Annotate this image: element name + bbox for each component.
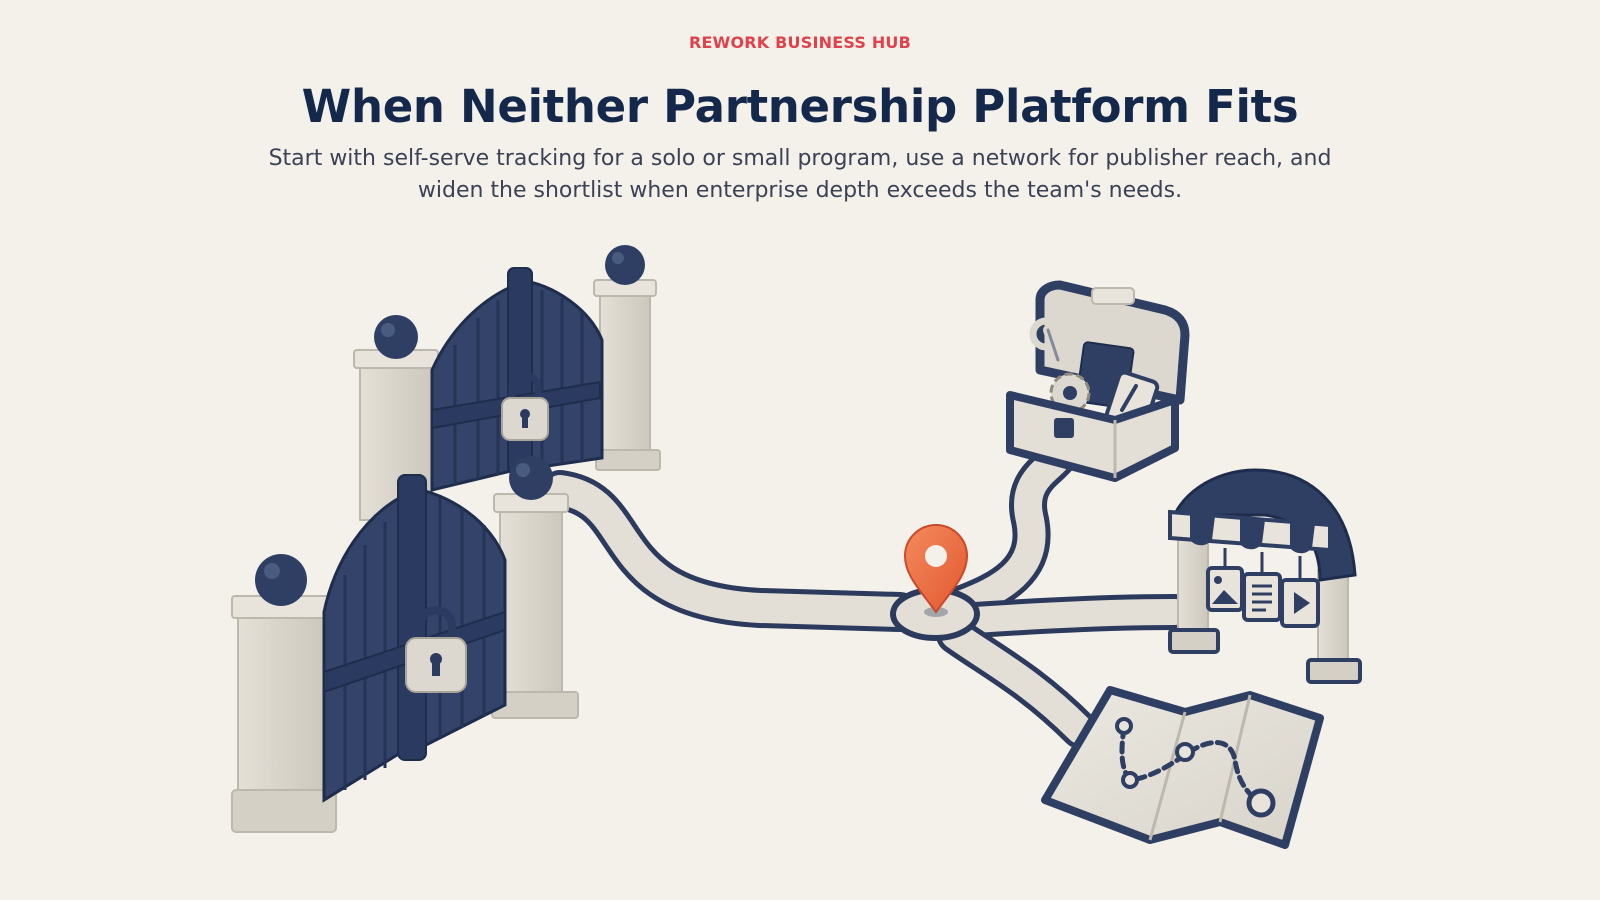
- gate-pillar: [593, 245, 661, 471]
- map-pin-icon: [903, 524, 969, 617]
- video-card-icon: [1280, 556, 1320, 628]
- gate-pillar: [491, 456, 579, 719]
- gate-pillar: [231, 554, 337, 833]
- brand-label: REWORK BUSINESS HUB: [688, 33, 912, 52]
- page-title: When Neither Partnership Platform Fits: [301, 80, 1299, 133]
- locked-gate-icon: [353, 245, 661, 521]
- padlock-icon: [501, 371, 549, 441]
- wrench-icon: [1029, 317, 1063, 365]
- folded-map-icon: [1041, 686, 1324, 849]
- padlock-icon: [405, 606, 467, 693]
- text-card-icon: [1242, 552, 1282, 622]
- locked-gate-icon: [231, 456, 579, 833]
- toolbox-icon: [1006, 280, 1190, 482]
- road-network: [540, 436, 1193, 749]
- image-card-icon: [1206, 548, 1244, 612]
- page-subtitle: Start with self-serve tracking for a sol…: [268, 146, 1332, 203]
- storefront-icon: [1168, 468, 1362, 684]
